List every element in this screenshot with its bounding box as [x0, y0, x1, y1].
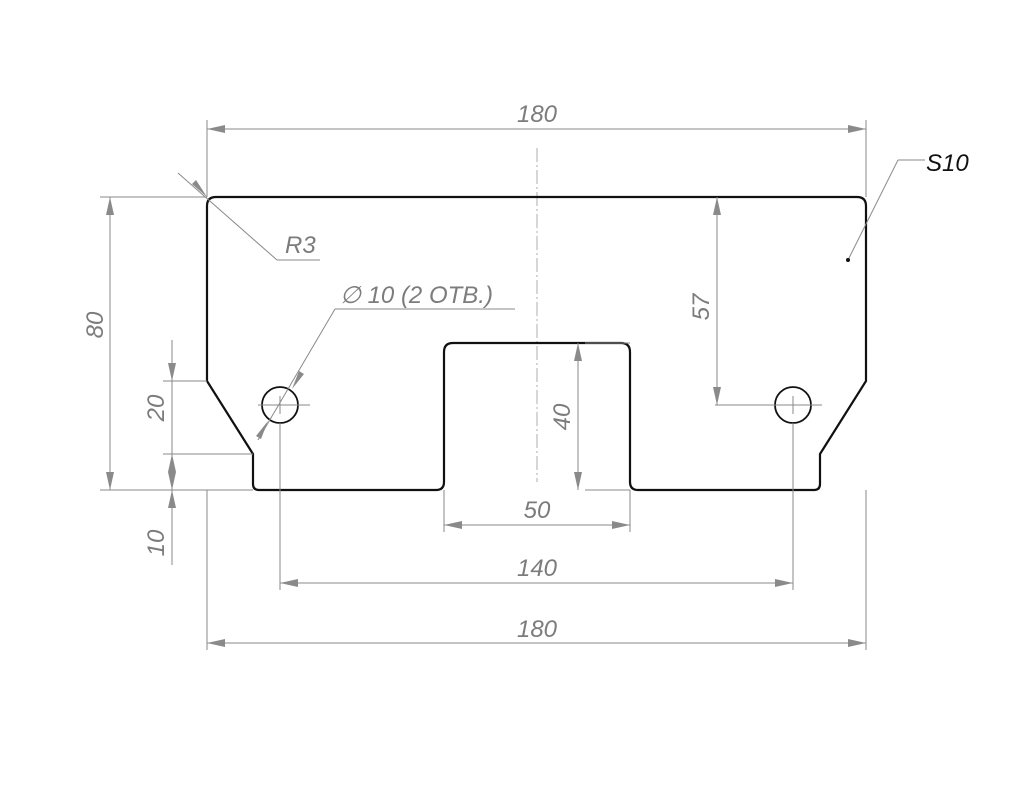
dim-height-total: 80 [82, 311, 109, 338]
s10-leader-dot [846, 258, 850, 262]
radius-label: R3 [285, 232, 316, 259]
thickness-label: S10 [926, 150, 969, 177]
extension-lines [100, 120, 867, 650]
dim-foot-height: 10 [143, 529, 170, 556]
dim-chamfer-height: 20 [143, 394, 170, 422]
hole-label: ∅ 10 (2 ОТВ.) [340, 282, 493, 309]
dim-width-bottom: 180 [517, 616, 558, 643]
hole-right-crosshair [770, 396, 822, 414]
dim-hole-spacing: 140 [517, 555, 558, 582]
hole-left-crosshair [258, 396, 310, 414]
arrowheads [106, 125, 866, 647]
dim-slot-width: 50 [524, 497, 551, 524]
dimension-lines [109, 128, 866, 644]
r3-arrow [192, 180, 207, 197]
diameter-arrow-2 [256, 421, 268, 439]
dim-slot-depth: 40 [549, 403, 576, 430]
dim-hole-height: 57 [688, 292, 715, 320]
dim-width-top: 180 [517, 101, 558, 128]
leader-lines [177, 159, 925, 441]
diameter-arrow [292, 371, 304, 389]
